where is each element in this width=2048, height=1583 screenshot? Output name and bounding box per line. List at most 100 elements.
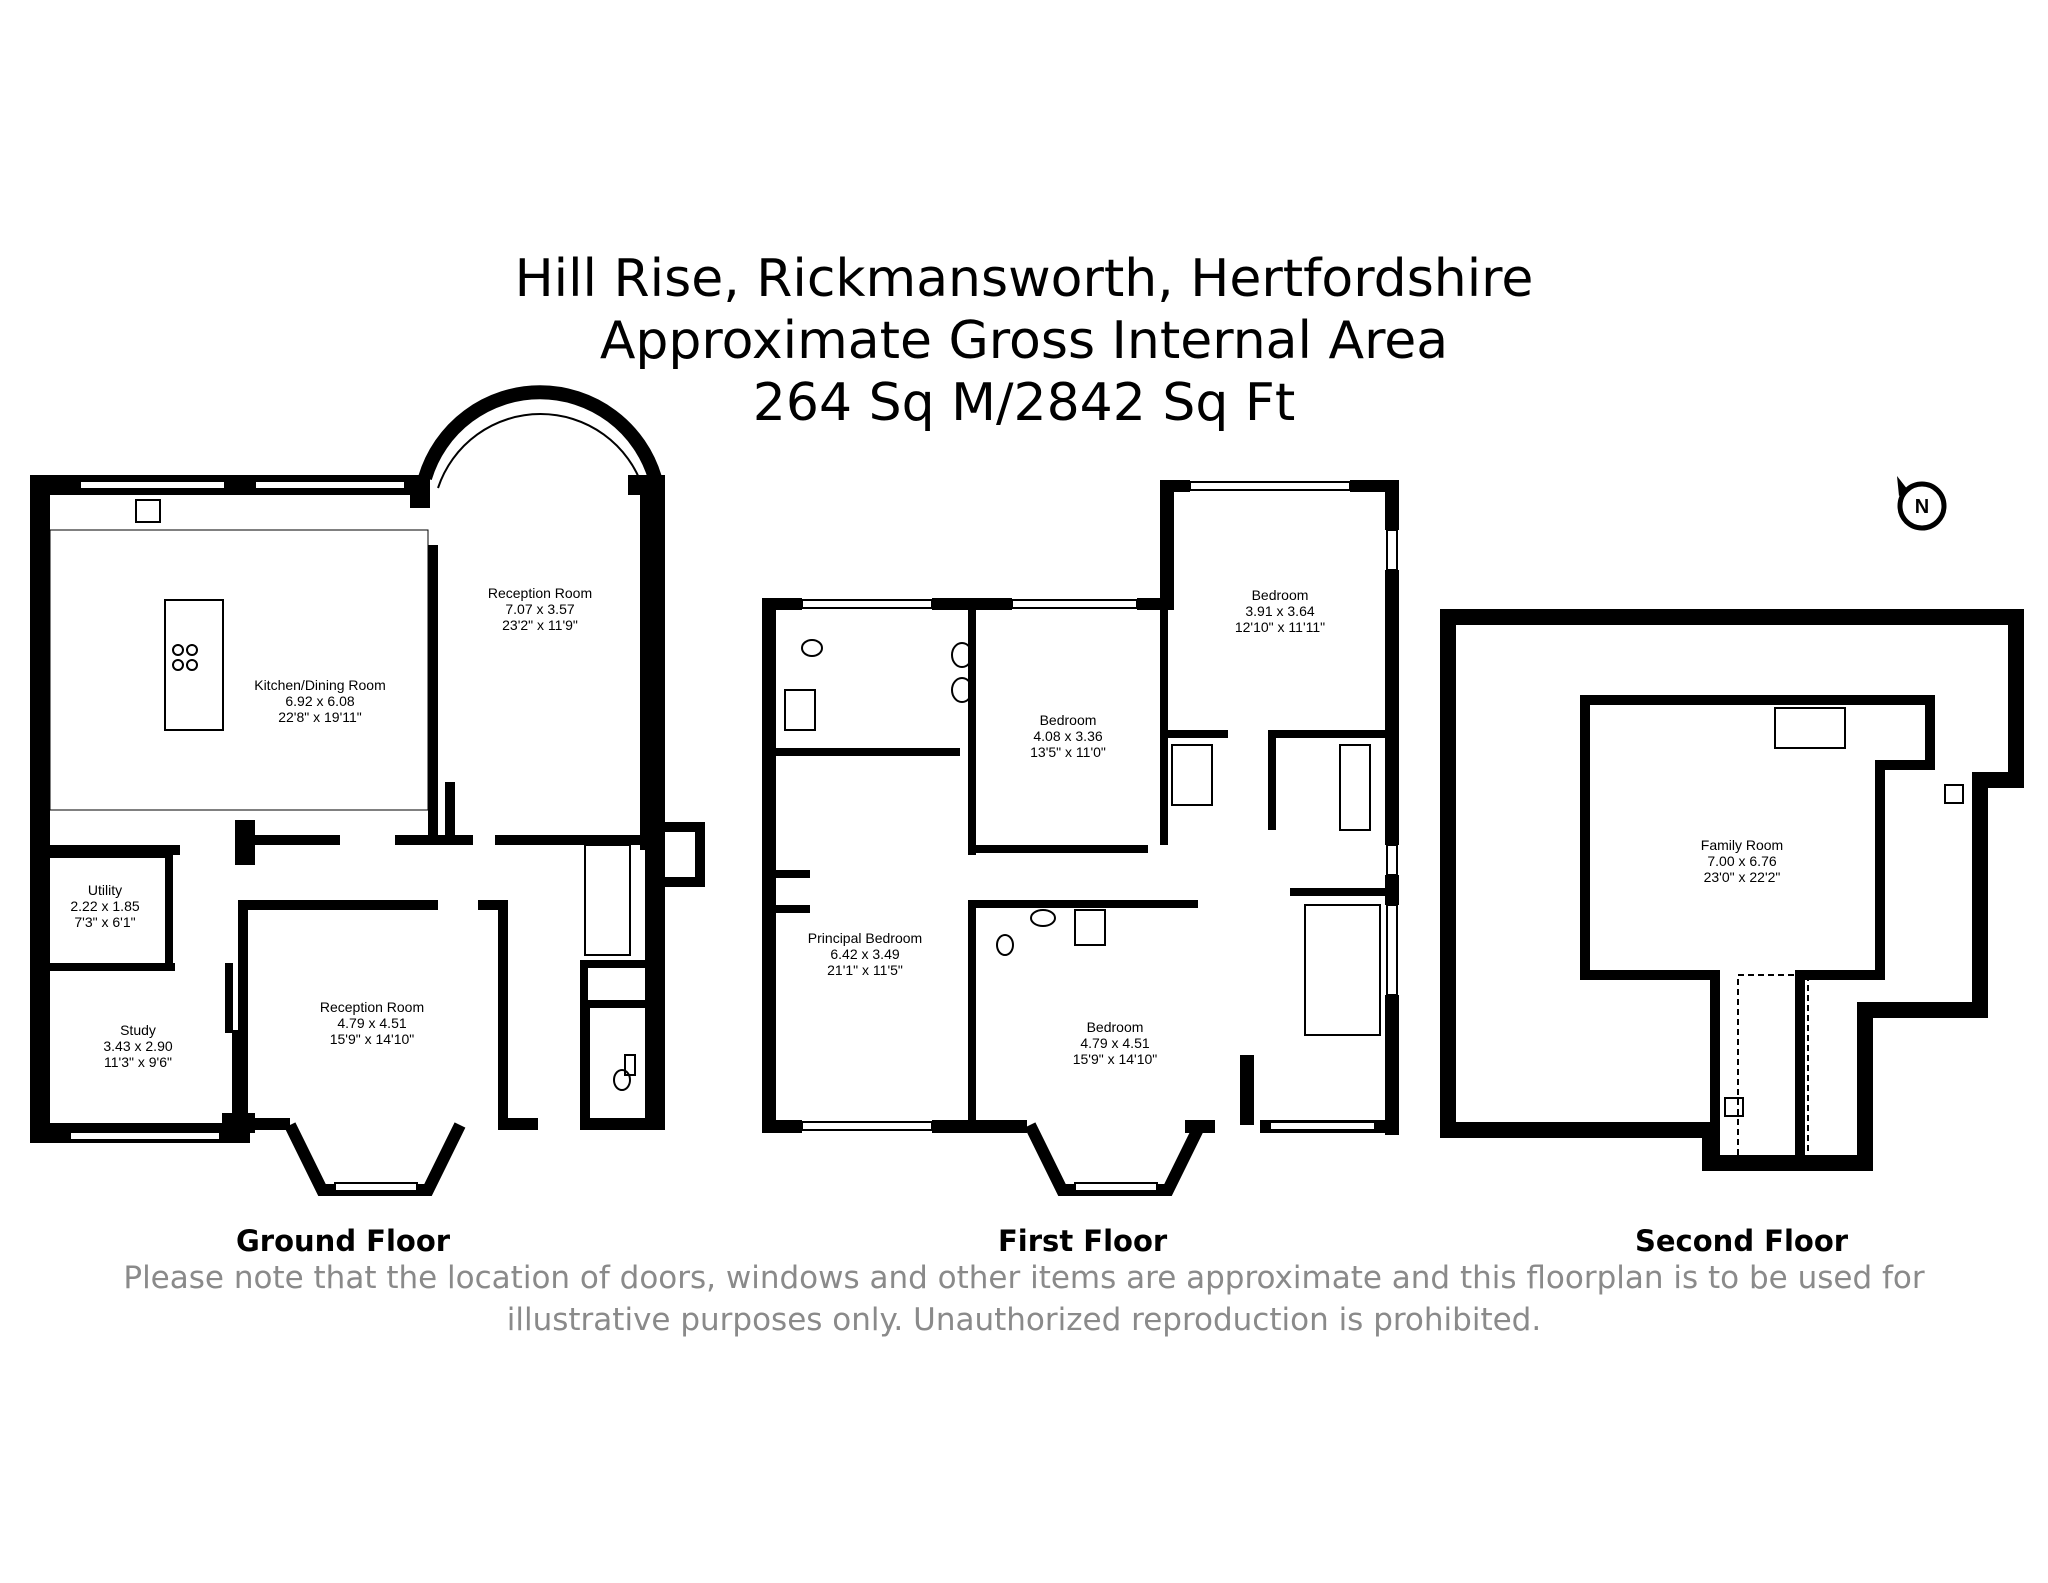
room-family-name: Family Room (1701, 837, 1783, 853)
room-bedroom-rear-right-imperial: 12'10" x 11'11" (1235, 619, 1325, 635)
ground-wall-front-rec-right (498, 900, 508, 1125)
ground-wall-utility-right (165, 850, 173, 970)
ground-floor-label: Ground Floor (236, 1224, 451, 1258)
first-wall-right-d (1385, 995, 1399, 1135)
first-ensuite-shower (1074, 909, 1106, 946)
first-window-bottom-right (1269, 1121, 1376, 1131)
ground-wall-kitchen-bottom-c (395, 835, 445, 845)
room-study-imperial: 11'3" x 9'6" (104, 1054, 172, 1070)
room-kitchen-metric: 6.92 x 6.08 (285, 693, 354, 709)
disclaimer-note: Please note that the location of doors, … (123, 1260, 1925, 1338)
first-wall-bed2-left (968, 605, 976, 855)
first-window-side-b (1386, 844, 1398, 876)
first-floor-label: First Floor (998, 1224, 1168, 1258)
first-wall-top-a (762, 598, 802, 610)
area-value: 264 Sq M/2842 Sq Ft (752, 373, 1296, 433)
ground-wall-front-rec-top-a (238, 900, 438, 910)
ground-wall-front-rec-left (238, 900, 248, 1125)
ground-wc-toilet (613, 1069, 631, 1091)
area-caption: Approximate Gross Internal Area (599, 311, 1449, 371)
room-kitchen-name: Kitchen/Dining Room (254, 677, 386, 693)
first-shower (784, 689, 816, 731)
ground-wall-cupboard-side (580, 960, 588, 1000)
ground-window-study (69, 1131, 221, 1141)
ground-wall-column (235, 820, 255, 865)
first-wall-right-a (1385, 480, 1399, 530)
room-utility-imperial: 7'3" x 6'1" (74, 914, 135, 930)
ground-porch-bottom (650, 877, 705, 887)
first-toilet (801, 639, 823, 657)
ground-wall-left (30, 478, 44, 1143)
first-wall-bath-bottom (770, 748, 960, 756)
first-wall-bed3-top (968, 900, 1198, 908)
address-title: Hill Rise, Rickmansworth, Hertfordshire (514, 249, 1534, 309)
first-window-side-c (1386, 904, 1398, 996)
ground-porch-top (650, 822, 705, 832)
room-bedroom-front-imperial: 15'9" x 14'10" (1073, 1051, 1158, 1067)
room-bedroom-rear-right-name: Bedroom (1252, 587, 1309, 603)
first-wall-bottom-left (762, 1120, 802, 1133)
first-wall-bed2-right (1160, 605, 1168, 845)
room-family-imperial: 23'0" x 22'2" (1704, 869, 1781, 885)
first-bay-window-glass (1074, 1182, 1158, 1192)
ground-kitchen-counter (49, 529, 429, 811)
room-bedroom-rear-right-metric: 3.91 x 3.64 (1245, 603, 1314, 619)
ground-wall-kitchen-right (428, 545, 438, 845)
ground-wall-study-right-b (232, 1030, 240, 1132)
first-wall-bed2-bottom (968, 845, 1148, 853)
ground-wall-cupboard (580, 960, 650, 968)
room-reception-rear-imperial: 23'2" x 11'9" (502, 617, 578, 633)
room-bedroom-rear-mid-metric: 4.08 x 3.36 (1033, 728, 1102, 744)
ground-wall-bottom-right (580, 1118, 657, 1130)
room-reception-front-metric: 4.79 x 4.51 (337, 1015, 406, 1031)
second-dormer (1737, 974, 1809, 1161)
first-wall-bed3-right (1240, 1055, 1254, 1125)
room-reception-front-imperial: 15'9" x 14'10" (330, 1031, 415, 1047)
first-window-top-a (801, 599, 933, 609)
ground-wall-kitchen-bottom-b (255, 835, 340, 845)
ground-wall-front-rec-top-b (478, 900, 508, 910)
room-bedroom-front-metric: 4.79 x 4.51 (1080, 1035, 1149, 1051)
ground-wall-hall-b (445, 782, 455, 842)
room-reception-rear-name: Reception Room (488, 585, 592, 601)
room-principal-imperial: 21'1" x 11'5" (827, 962, 903, 978)
first-wall-wardrobe-b (770, 905, 810, 913)
ground-wall-utility-top (40, 850, 170, 858)
room-bedroom-front-name: Bedroom (1087, 1019, 1144, 1035)
second-skylight-a (1944, 784, 1964, 804)
room-bedroom-rear-mid-imperial: 13'5" x 11'0" (1030, 744, 1106, 760)
first-window-top-c (1189, 481, 1351, 491)
ground-wall-top-a (30, 478, 80, 492)
ground-wall-front-rec-bottom-l (240, 1118, 290, 1130)
first-wall-left (762, 598, 776, 1133)
room-study-metric: 3.43 x 2.90 (103, 1038, 172, 1054)
ground-window-top-a (79, 480, 226, 490)
first-wall-top-b (932, 598, 1012, 610)
ground-wall-front-rec-bottom-r (498, 1118, 538, 1130)
room-principal-metric: 6.42 x 3.49 (830, 946, 899, 962)
ground-wall-right-lower (645, 845, 657, 1130)
first-wall-top-d (1160, 480, 1190, 492)
room-study-name: Study (120, 1022, 156, 1038)
ground-bay-arc-inner (437, 413, 644, 489)
second-room-walls (1580, 695, 1935, 1165)
ground-bay-window-glass (334, 1182, 418, 1192)
room-family-metric: 7.00 x 6.76 (1707, 853, 1776, 869)
ground-floor-plan (30, 385, 705, 1196)
first-wall-bed1-bottom-a (1168, 730, 1228, 738)
room-reception-front-name: Reception Room (320, 999, 424, 1015)
ground-wall-top-b (225, 478, 255, 492)
first-wall-bed3-left (968, 900, 976, 1125)
ground-wall-reception-bottom (495, 835, 655, 845)
ground-bay-window (284, 1122, 466, 1196)
first-wall-right-c (1385, 875, 1399, 905)
first-stairs-a (1171, 744, 1213, 806)
ground-kitchen-island (164, 599, 224, 731)
ground-wall-hall-a (438, 835, 473, 845)
first-window-bottom-left (801, 1121, 933, 1131)
first-basin-b (951, 677, 973, 703)
first-wall-bed1-bottom-b (1268, 730, 1393, 738)
ground-wall-study-top (40, 963, 175, 971)
room-utility-name: Utility (88, 882, 122, 898)
